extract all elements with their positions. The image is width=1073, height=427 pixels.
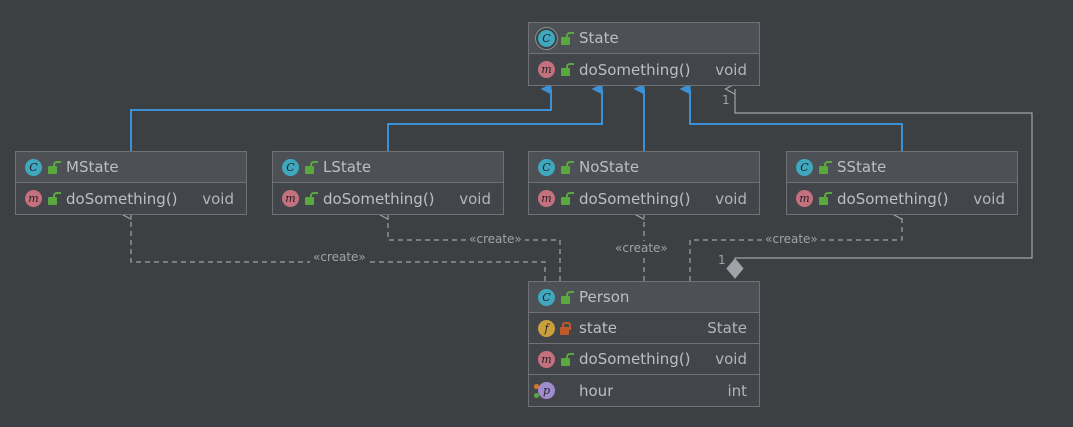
accessor-dots-icon <box>534 382 540 399</box>
class-header-lstate[interactable]: C LState <box>273 152 503 183</box>
member-row[interactable]: m doSomething() void <box>529 54 759 85</box>
member-name: state <box>579 319 617 337</box>
public-unlock-icon <box>559 31 574 46</box>
member-row[interactable]: m doSomething() void <box>16 183 246 214</box>
edge-label-create-lstate: «create» <box>466 232 525 246</box>
public-unlock-icon <box>559 62 574 77</box>
member-row[interactable]: f state State <box>529 313 759 344</box>
edge-label-create-nostate: «create» <box>612 241 671 255</box>
class-name-mstate: MState <box>66 158 119 176</box>
field-icon: f <box>538 319 555 337</box>
multiplicity-label-bottom: 1 <box>718 253 726 267</box>
edge-mstate-to-state <box>130 83 552 151</box>
no-visibility-icon <box>559 383 572 398</box>
class-box-person[interactable]: C Person f state State m doSomething() v… <box>528 281 760 407</box>
private-lock-icon <box>559 321 572 336</box>
class-box-sstate[interactable]: C SState m doSomething() void <box>786 151 1018 215</box>
member-type: void <box>202 189 234 208</box>
public-unlock-icon <box>559 160 574 175</box>
class-header-person[interactable]: C Person <box>529 282 759 313</box>
class-name-state: State <box>579 29 619 47</box>
member-type: void <box>715 60 747 79</box>
method-icon: m <box>282 190 299 207</box>
edge-person-to-mstate-dependency <box>131 214 546 281</box>
method-icon: m <box>796 190 813 207</box>
method-icon: m <box>538 61 555 78</box>
method-icon: m <box>25 190 42 207</box>
class-name-sstate: SState <box>837 158 887 176</box>
edge-label-create-mstate: «create» <box>310 250 369 264</box>
member-row[interactable]: m doSomething() void <box>529 344 759 375</box>
edge-label-create-sstate: «create» <box>762 232 821 246</box>
member-name: doSomething() <box>66 189 178 208</box>
member-type: void <box>459 189 491 208</box>
member-name: doSomething() <box>323 189 435 208</box>
class-header-nostate[interactable]: C NoState <box>529 152 759 183</box>
class-box-lstate[interactable]: C LState m doSomething() void <box>272 151 504 215</box>
multiplicity-label-top: 1 <box>722 93 730 107</box>
class-icon: C <box>25 158 42 176</box>
class-header-sstate[interactable]: C SState <box>787 152 1017 183</box>
property-icon: p <box>534 382 555 399</box>
member-type: State <box>707 319 747 337</box>
class-name-nostate: NoState <box>579 158 640 176</box>
edge-lstate-to-state <box>387 83 603 151</box>
member-type: void <box>973 189 1005 208</box>
member-name: doSomething() <box>837 189 949 208</box>
member-name: doSomething() <box>579 189 691 208</box>
member-type: void <box>715 350 747 368</box>
edge-person-to-sstate-dependency <box>689 214 902 281</box>
member-name: doSomething() <box>579 350 691 368</box>
class-name-person: Person <box>579 288 630 306</box>
member-row[interactable]: m doSomething() void <box>787 183 1017 214</box>
class-box-nostate[interactable]: C NoState m doSomething() void <box>528 151 760 215</box>
member-type: void <box>715 189 747 208</box>
class-icon: C <box>538 158 555 176</box>
public-unlock-icon <box>559 352 574 367</box>
public-unlock-icon <box>303 160 318 175</box>
class-box-mstate[interactable]: C MState m doSomething() void <box>15 151 247 215</box>
member-row[interactable]: m doSomething() void <box>529 183 759 214</box>
class-box-state[interactable]: C State m doSomething() void <box>528 22 760 86</box>
public-unlock-icon <box>46 191 61 206</box>
member-name: doSomething() <box>579 60 691 79</box>
class-header-state[interactable]: C State <box>529 23 759 54</box>
public-unlock-icon <box>46 160 61 175</box>
class-icon: C <box>282 158 299 176</box>
abstract-class-icon: C <box>538 29 555 47</box>
public-unlock-icon <box>559 191 574 206</box>
member-type: int <box>727 381 747 400</box>
public-unlock-icon <box>817 191 832 206</box>
edge-person-to-lstate-dependency <box>388 214 561 281</box>
public-unlock-icon <box>559 290 574 305</box>
class-icon: C <box>538 288 555 306</box>
member-row[interactable]: m doSomething() void <box>273 183 503 214</box>
public-unlock-icon <box>303 191 318 206</box>
member-name: hour <box>579 381 614 400</box>
method-icon: m <box>538 350 555 368</box>
member-row[interactable]: p hour int <box>529 375 759 406</box>
class-icon: C <box>796 158 813 176</box>
class-name-lstate: LState <box>323 158 372 176</box>
class-header-mstate[interactable]: C MState <box>16 152 246 183</box>
method-icon: m <box>538 190 555 207</box>
public-unlock-icon <box>817 160 832 175</box>
